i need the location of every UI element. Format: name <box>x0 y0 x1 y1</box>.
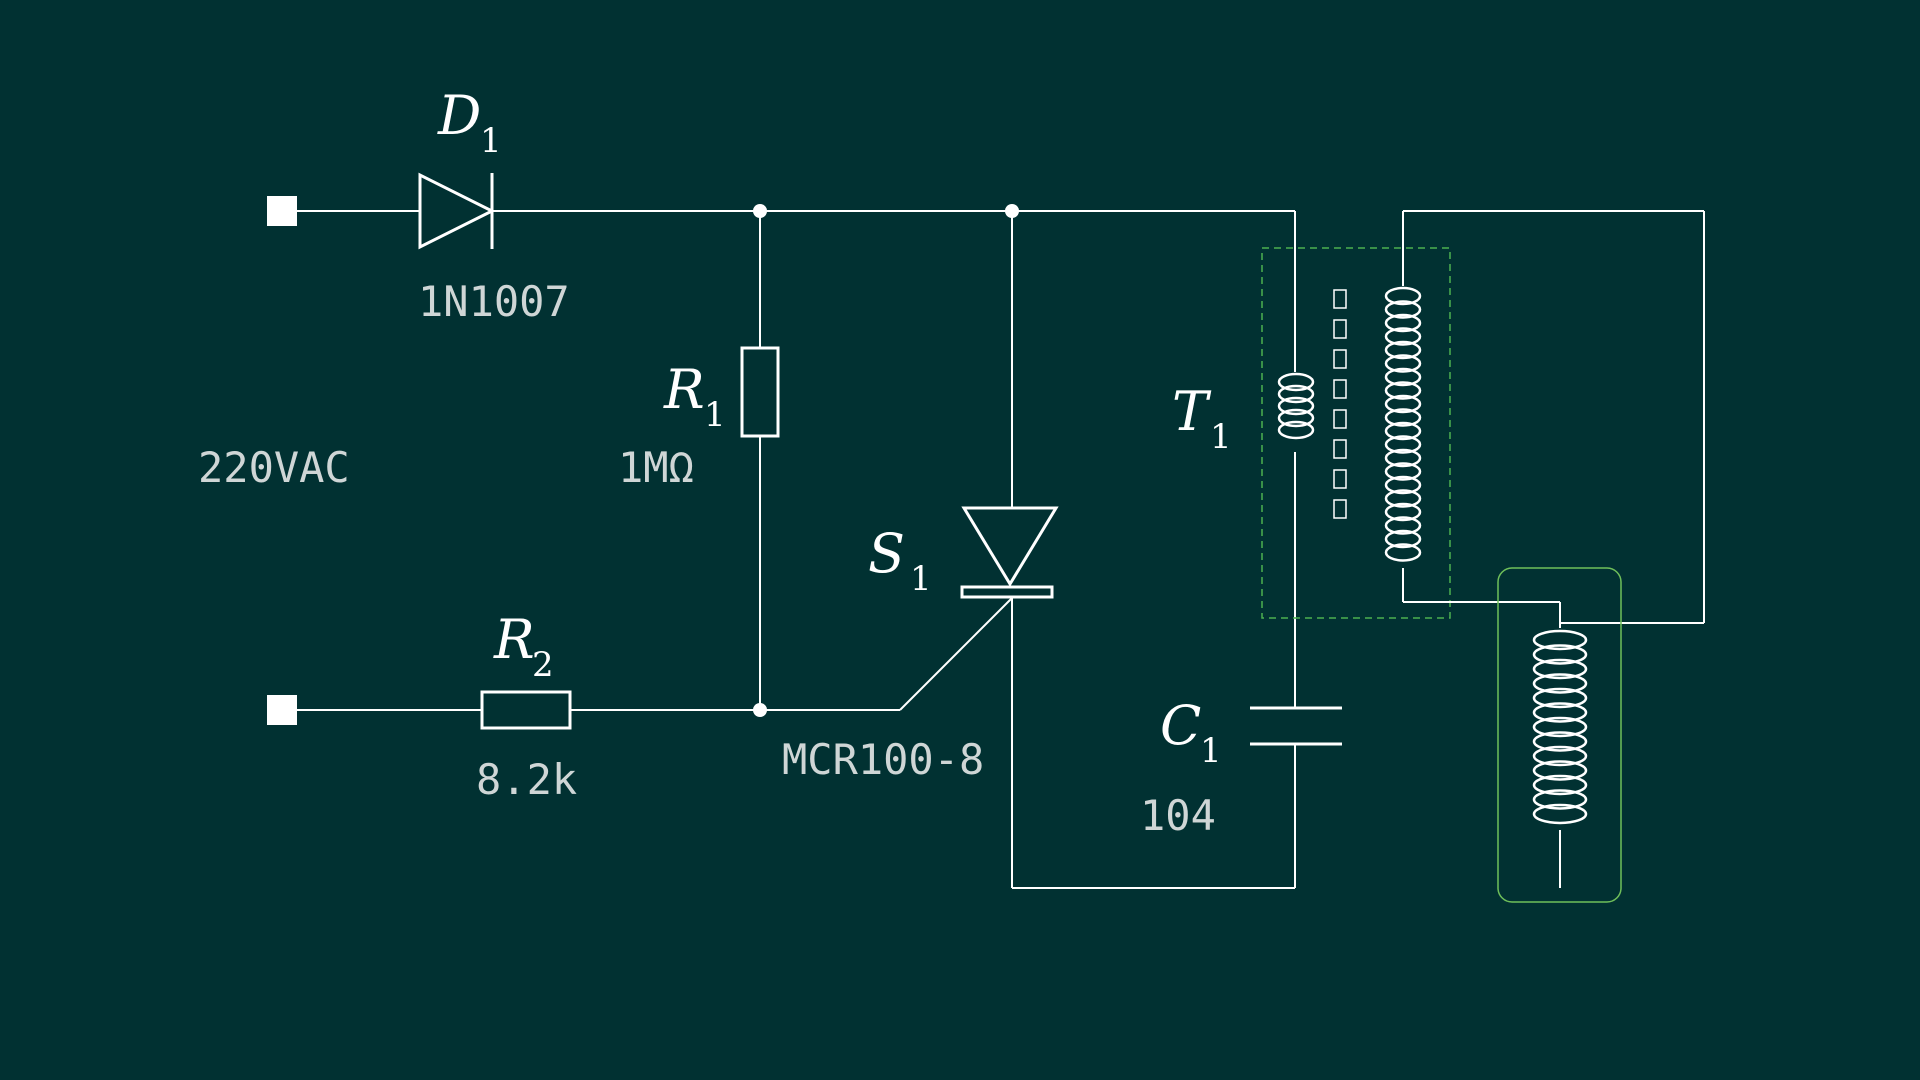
core-bar <box>1333 289 1347 309</box>
label-r1-value: 1MΩ <box>618 443 694 492</box>
coil-turn <box>1277 396 1315 416</box>
coil-turn <box>1384 367 1422 387</box>
label-s1-letter: S <box>868 522 905 585</box>
coil-turn <box>1384 340 1422 360</box>
resistor-r2 <box>480 690 572 730</box>
label-r2-letter: R <box>493 608 535 671</box>
core-bar <box>1333 319 1347 339</box>
coil-turn <box>1384 327 1422 346</box>
transformer-core-outline <box>1261 247 1451 619</box>
resistor-r1 <box>740 346 780 438</box>
label-d1-subscript: 1 <box>480 121 502 161</box>
coil-turn <box>1532 673 1588 694</box>
label-r2-value: 8.2k <box>476 755 577 804</box>
coil-turn <box>1384 448 1422 468</box>
coil-turn <box>1384 502 1422 522</box>
coil-turn <box>1532 716 1588 738</box>
label-d1-value: 1N1007 <box>418 277 570 326</box>
transformer-core-bars <box>1333 289 1347 519</box>
coil-turn <box>1384 516 1422 535</box>
thyristor-s1 <box>960 506 1059 599</box>
label-r1-letter: R <box>663 358 705 421</box>
coil-turn <box>1384 300 1422 319</box>
label-r1-subscript: 1 <box>704 395 726 435</box>
coil-turn <box>1384 354 1422 373</box>
transformer-secondary-coil <box>1384 286 1422 562</box>
label-c1-subscript: 1 <box>1200 731 1222 771</box>
coil-turn <box>1384 381 1422 400</box>
coil-turn <box>1532 629 1588 651</box>
coil-turn <box>1384 421 1422 441</box>
label-c1-letter: C <box>1160 694 1201 757</box>
coil-turn <box>1384 408 1422 427</box>
coil-turn <box>1277 372 1315 392</box>
core-bar <box>1333 409 1347 429</box>
coil-turn <box>1532 687 1588 709</box>
coil-turn <box>1384 286 1422 306</box>
coil-turn <box>1532 803 1588 825</box>
coil-turn <box>1384 543 1422 562</box>
coil-turn <box>1384 475 1422 495</box>
coil-turn <box>1532 745 1588 767</box>
coil-turn <box>1532 760 1588 781</box>
label-s1-subscript: 1 <box>910 559 932 599</box>
label-t1-letter: T <box>1172 380 1212 443</box>
diode-d1 <box>418 172 496 250</box>
coil-turn <box>1277 420 1315 440</box>
wire-gate <box>899 597 1013 711</box>
core-bar <box>1333 349 1347 369</box>
label-t1-subscript: 1 <box>1210 417 1232 457</box>
coil-turn <box>1532 644 1588 665</box>
transformer-primary-coil <box>1277 372 1315 440</box>
label-r2-subscript: 2 <box>532 645 554 685</box>
terminal-bottom <box>267 695 297 725</box>
coil-turn <box>1532 731 1588 752</box>
label-d1-letter: D <box>437 84 481 147</box>
label-s1-value: MCR100-8 <box>782 735 984 784</box>
coil-turn <box>1532 774 1588 796</box>
core-bar <box>1333 439 1347 459</box>
coil-turn <box>1277 408 1315 428</box>
core-bar <box>1333 469 1347 489</box>
coil-turn <box>1384 313 1422 333</box>
coil-turn <box>1277 384 1315 404</box>
coil-turn <box>1384 435 1422 454</box>
coil-turn <box>1384 462 1422 481</box>
capacitor-c1 <box>1250 706 1342 746</box>
output-coil <box>1532 629 1588 825</box>
core-bar <box>1333 379 1347 399</box>
coil-turn <box>1384 529 1422 549</box>
coil-turn <box>1384 489 1422 508</box>
core-bar <box>1333 499 1347 519</box>
label-source: 220VAC <box>198 443 350 492</box>
coil-turn <box>1532 702 1588 723</box>
coil-turn <box>1532 789 1588 810</box>
label-c1-value: 104 <box>1140 791 1216 840</box>
terminal-top <box>267 196 297 226</box>
coil-turn <box>1384 394 1422 414</box>
output-coil-outline <box>1497 567 1622 903</box>
coil-turn <box>1532 658 1588 680</box>
